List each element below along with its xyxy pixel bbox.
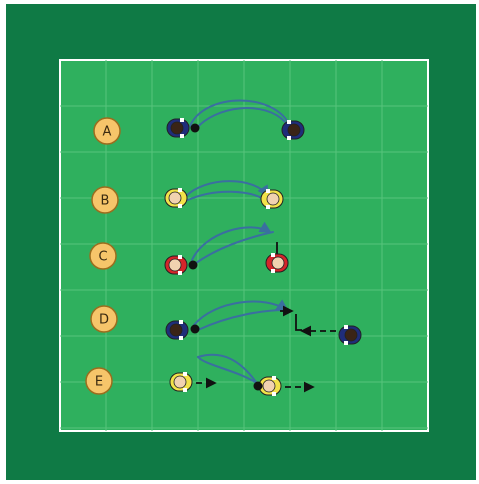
player-icon: [339, 325, 361, 345]
row-badge-c: C: [90, 243, 116, 269]
row-badge-e: E: [86, 368, 112, 394]
player-icon: [261, 189, 283, 209]
ball-icon: [254, 382, 263, 391]
ball-icon: [191, 124, 200, 133]
row-badge-d: D: [91, 306, 117, 332]
player-icon: [167, 118, 189, 138]
row-badge-label: D: [99, 313, 109, 328]
player-icon: [170, 372, 192, 392]
player-icon: [165, 255, 187, 275]
row-badge-a: A: [94, 118, 120, 144]
row-badge-label: B: [101, 194, 110, 209]
player-icon: [165, 188, 187, 208]
row-badge-label: E: [95, 375, 103, 390]
player-icon: [166, 320, 188, 340]
player-icon: [266, 253, 288, 273]
ball-icon: [191, 325, 200, 334]
row-badge-b: B: [92, 187, 118, 213]
row-badge-label: C: [98, 250, 107, 265]
ball-icon: [189, 261, 198, 270]
player-icon: [282, 120, 304, 140]
row-badge-label: A: [103, 125, 112, 140]
